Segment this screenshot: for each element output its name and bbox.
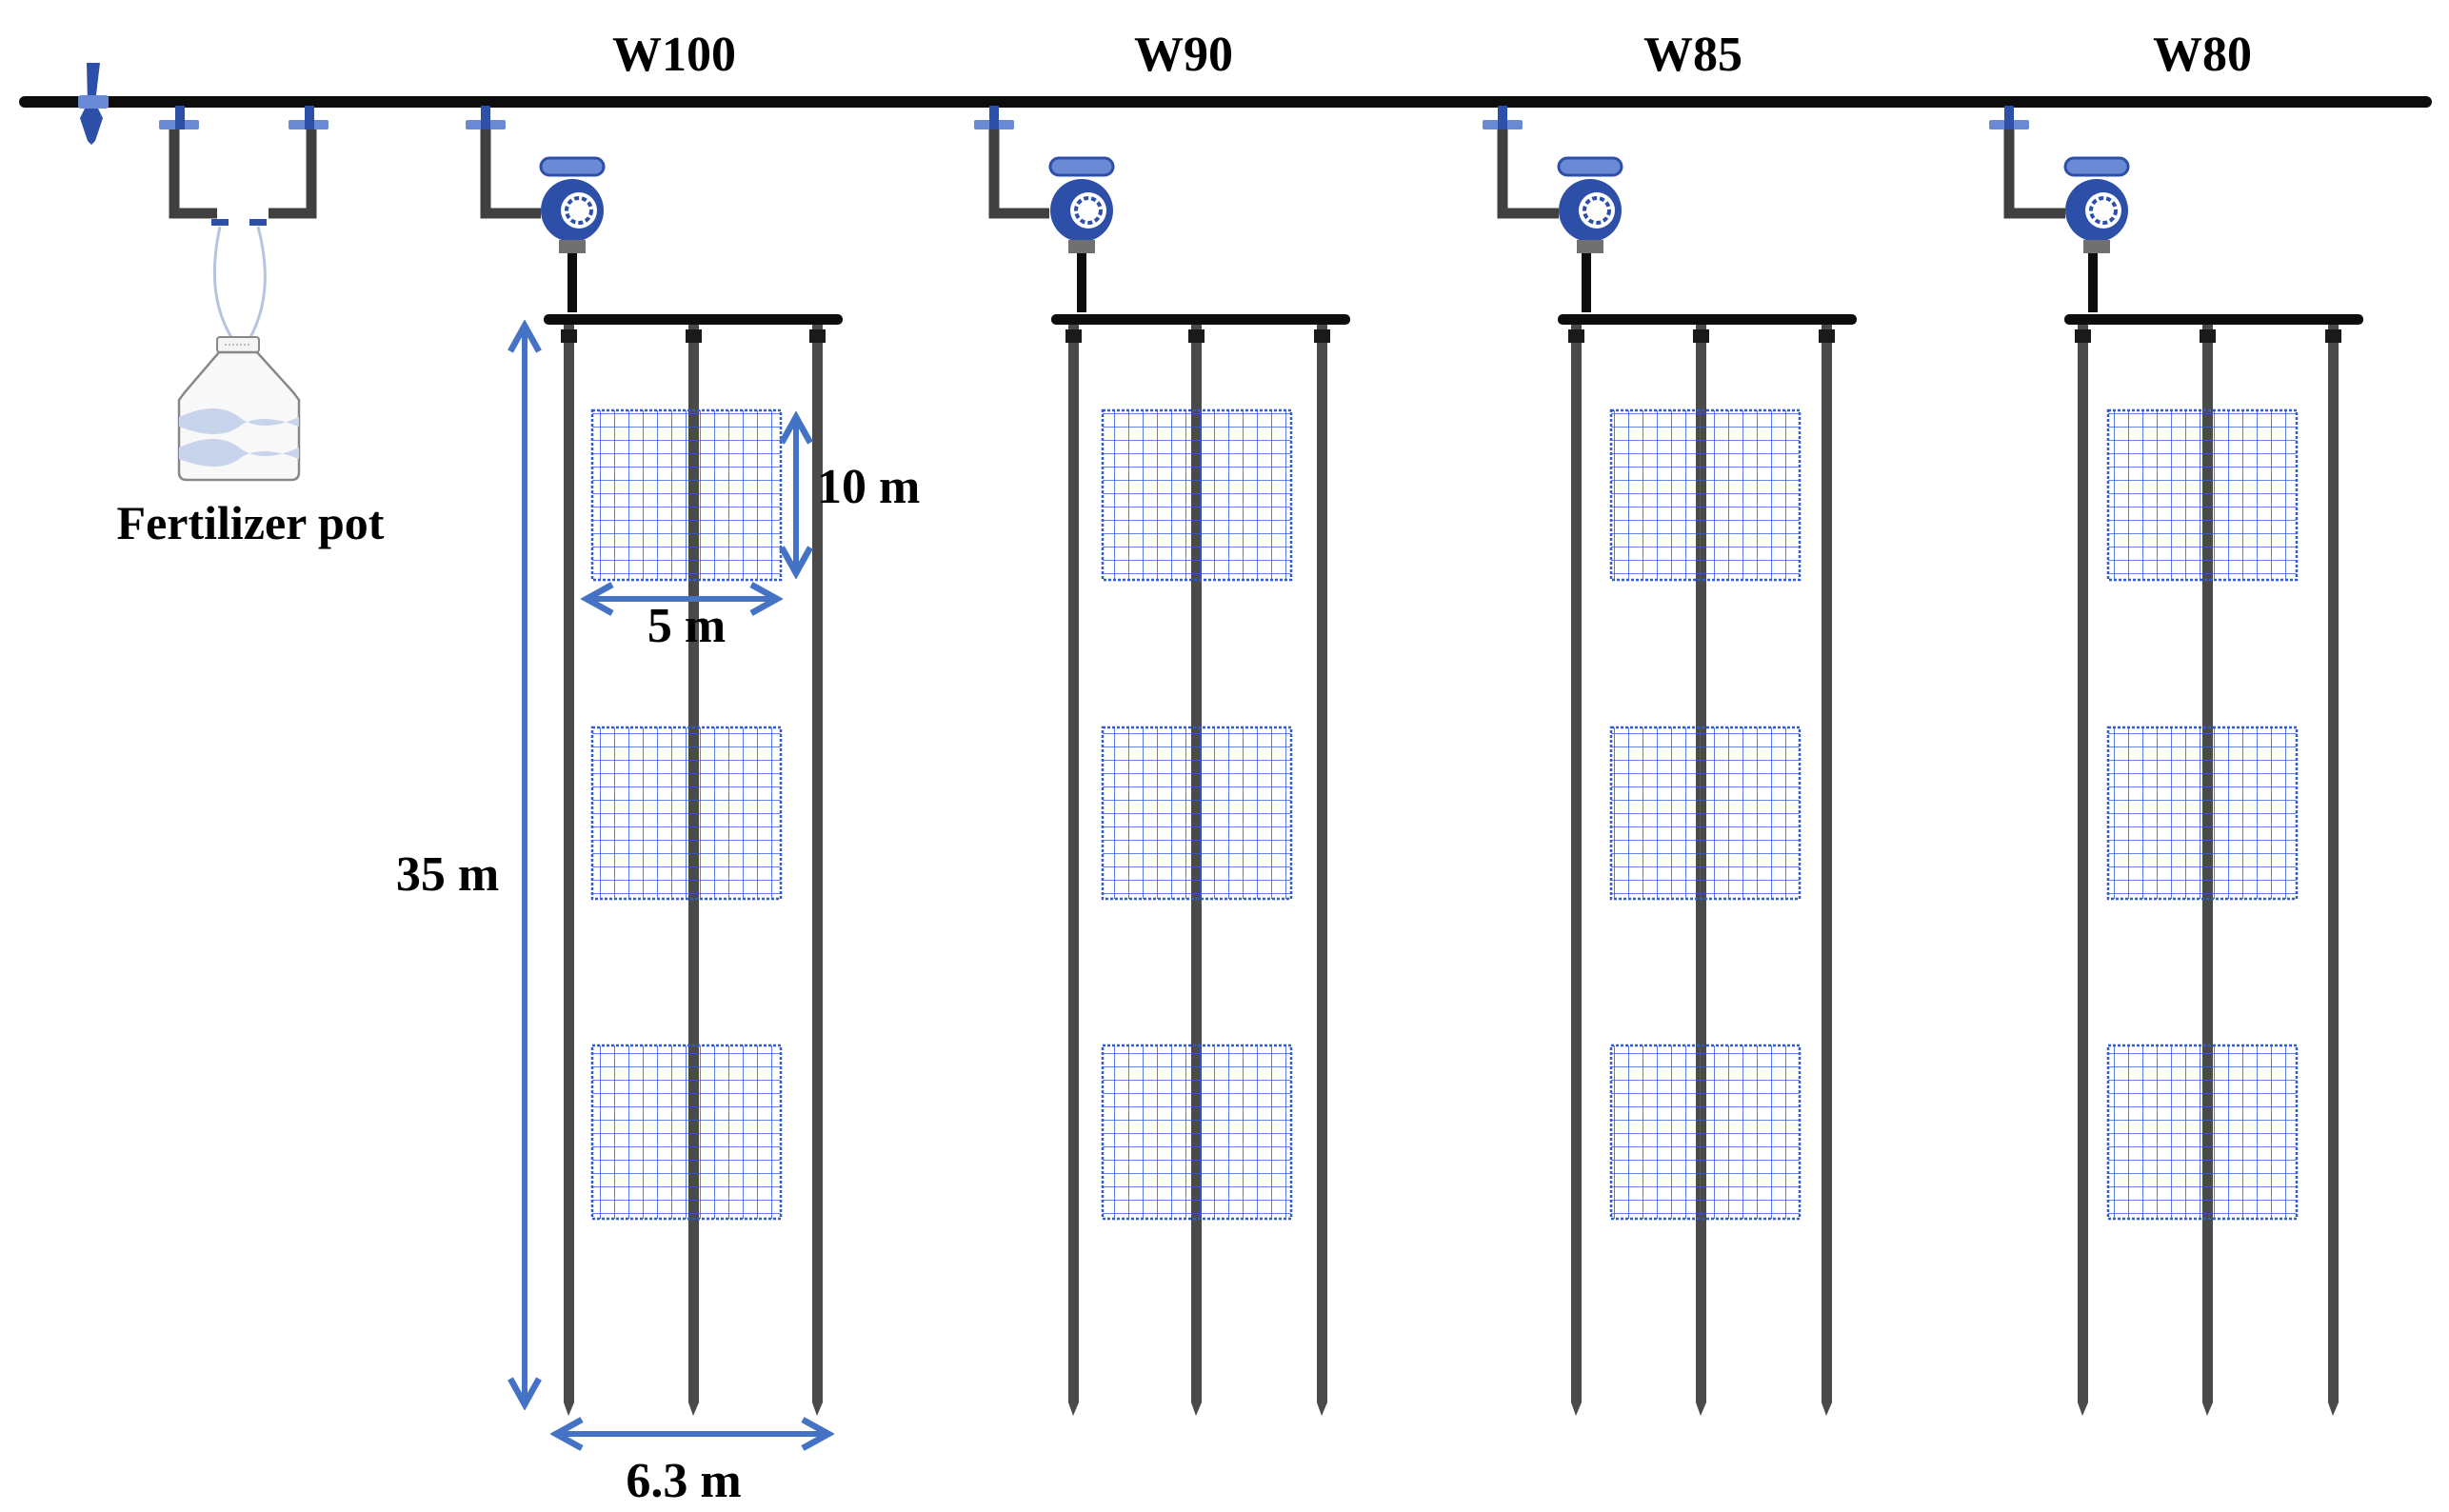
drip-lateral: [2075, 325, 2091, 1416]
tee-valve-icon: [249, 106, 329, 226]
sampling-plot: [2106, 726, 2299, 901]
main-pipe: [19, 96, 2432, 108]
water-meter-icon: [1557, 156, 1623, 253]
drip-lateral: [1314, 325, 1330, 1416]
tee-valve-icon: [1989, 106, 2029, 129]
submain-pipe: [1051, 314, 1350, 325]
fertilizer-pot-label: Fertilizer pot: [117, 496, 385, 549]
tee-valve-icon: [466, 106, 506, 129]
treatment-label: W85: [1643, 28, 1742, 82]
tee-valve-icon: [1483, 106, 1523, 129]
sampling-plot: [2106, 1044, 2299, 1221]
sampling-plot: [590, 726, 783, 901]
drip-lateral: [561, 325, 577, 1416]
field-length-label: 35 m: [396, 847, 499, 902]
submain-pipe: [544, 314, 843, 325]
plot-width-label: 5 m: [647, 599, 726, 653]
drip-lateral: [2325, 325, 2341, 1416]
sampling-plot: [1609, 1044, 1802, 1221]
submain-pipe: [1558, 314, 1857, 325]
inlet-valve-icon: [78, 63, 109, 145]
sampling-plot: [590, 1044, 783, 1221]
sampling-plot: [1101, 726, 1293, 901]
sampling-plot: [2106, 408, 2299, 582]
treatment-block-4: W80: [1989, 28, 2363, 1416]
water-meter-icon: [2063, 156, 2130, 253]
treatment-block-2: W90: [974, 28, 1350, 1416]
plot-height-label: 10 m: [817, 460, 920, 514]
sampling-plot: [1101, 408, 1293, 582]
treatment-block-3: W85: [1483, 28, 1857, 1416]
treatment-block-1: W100: [466, 28, 843, 1416]
treatment-label: W90: [1134, 28, 1233, 82]
water-meter-icon: [1048, 156, 1115, 253]
drip-lateral: [1819, 325, 1835, 1416]
water-meter-icon: [539, 156, 606, 253]
sampling-plot: [590, 408, 783, 582]
drip-lateral: [1065, 325, 1082, 1416]
treatment-label: W80: [2153, 28, 2252, 82]
drip-lateral: [1568, 325, 1584, 1416]
treatment-label: W100: [612, 28, 736, 82]
tee-valve-icon: [974, 106, 1014, 129]
fertilizer-injector: [159, 106, 329, 482]
sampling-plot: [1609, 726, 1802, 901]
drip-lateral: [809, 325, 826, 1416]
sampling-plot: [1609, 408, 1802, 582]
submain-pipe: [2064, 314, 2363, 325]
fertilizer-jug-icon: [177, 336, 301, 482]
tee-valve-icon: [159, 106, 229, 226]
field-width-label: 6.3 m: [626, 1454, 741, 1508]
sampling-plot: [1101, 1044, 1293, 1221]
